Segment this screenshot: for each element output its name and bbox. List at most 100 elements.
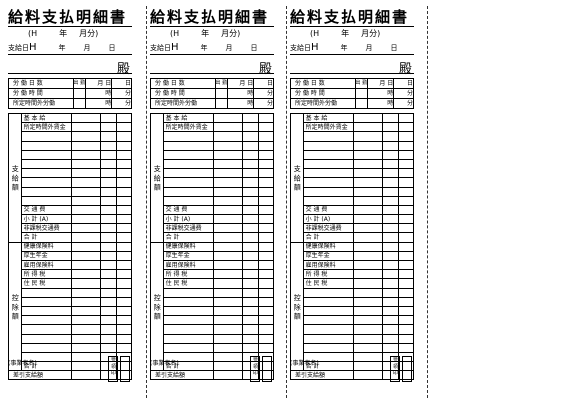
amount-cell[interactable] (71, 259, 101, 271)
amount-cell[interactable] (353, 214, 383, 225)
amount-cell[interactable] (353, 122, 383, 133)
amount-cell[interactable] (116, 296, 132, 307)
amount-cell[interactable] (71, 287, 101, 298)
amount-cell[interactable] (116, 287, 132, 298)
amount-cell[interactable] (99, 250, 118, 262)
amount-cell[interactable] (213, 333, 243, 344)
amount-cell[interactable] (99, 223, 118, 234)
amount-cell[interactable] (381, 305, 400, 317)
amount-cell[interactable] (116, 168, 132, 179)
amount-cell[interactable] (398, 177, 414, 188)
amount-cell[interactable] (381, 223, 400, 234)
amount-cell[interactable] (71, 168, 101, 179)
amount-cell[interactable] (241, 158, 260, 170)
amount-cell[interactable] (258, 250, 274, 262)
amount-cell[interactable] (213, 278, 243, 289)
amount-cell[interactable] (213, 287, 243, 298)
amount-cell[interactable] (71, 269, 101, 280)
amount-cell[interactable] (99, 333, 118, 344)
amount-cell[interactable] (353, 342, 383, 353)
amount-cell[interactable] (258, 232, 274, 243)
amount-cell[interactable] (398, 186, 414, 197)
amount-cell[interactable] (213, 204, 243, 216)
amount-cell[interactable] (258, 204, 274, 216)
amount-cell[interactable] (116, 305, 132, 317)
amount-cell[interactable] (381, 131, 400, 142)
amount-cell[interactable] (99, 232, 118, 243)
amount-cell[interactable] (213, 324, 243, 335)
amount-cell[interactable] (353, 204, 383, 216)
amount-cell[interactable] (398, 259, 414, 271)
amount-cell[interactable] (353, 296, 383, 307)
amount-cell[interactable] (381, 342, 400, 353)
amount-cell[interactable] (381, 278, 400, 289)
amount-cell[interactable] (258, 131, 274, 142)
amount-cell[interactable] (241, 168, 260, 179)
amount-cell[interactable] (353, 278, 383, 289)
amount-cell[interactable] (99, 342, 118, 353)
amount-cell[interactable] (353, 287, 383, 298)
amount-cell[interactable] (99, 149, 118, 160)
amount-cell[interactable] (99, 214, 118, 225)
amount-cell[interactable] (398, 287, 414, 298)
amount-cell[interactable] (258, 287, 274, 298)
amount-cell[interactable] (381, 232, 400, 243)
amount-cell[interactable] (258, 186, 274, 197)
amount-cell[interactable] (353, 305, 383, 317)
amount-cell[interactable] (213, 158, 243, 170)
amount-cell[interactable] (71, 232, 101, 243)
amount-cell[interactable] (99, 195, 118, 206)
amount-cell[interactable] (258, 342, 274, 353)
amount-cell[interactable] (398, 269, 414, 280)
amount-cell[interactable] (116, 195, 132, 206)
amount-cell[interactable] (381, 158, 400, 170)
amount-cell[interactable] (116, 259, 132, 271)
amount-cell[interactable] (99, 296, 118, 307)
net-amount[interactable] (213, 370, 243, 381)
amount-cell[interactable] (99, 259, 118, 271)
amount-cell[interactable] (353, 149, 383, 160)
amount-cell[interactable] (116, 131, 132, 142)
amount-cell[interactable] (241, 112, 260, 124)
net-amount[interactable] (353, 370, 383, 381)
amount-cell[interactable] (99, 186, 118, 197)
amount-cell[interactable] (241, 195, 260, 206)
amount-cell[interactable] (381, 250, 400, 262)
amount-cell[interactable] (71, 131, 101, 142)
amount-cell[interactable] (71, 278, 101, 289)
amount-cell[interactable] (398, 250, 414, 262)
amount-cell[interactable] (353, 241, 383, 252)
amount-cell[interactable] (99, 158, 118, 170)
amount-cell[interactable] (241, 287, 260, 298)
amount-cell[interactable] (353, 140, 383, 151)
amount-cell[interactable] (241, 241, 260, 252)
amount-cell[interactable] (398, 232, 414, 243)
amount-cell[interactable] (116, 333, 132, 344)
amount-cell[interactable] (353, 223, 383, 234)
amount-cell[interactable] (353, 232, 383, 243)
amount-cell[interactable] (116, 122, 132, 133)
amount-cell[interactable] (99, 241, 118, 252)
amount-cell[interactable] (99, 287, 118, 298)
amount-cell[interactable] (241, 204, 260, 216)
amount-cell[interactable] (353, 131, 383, 142)
amount-cell[interactable] (398, 324, 414, 335)
amount-cell[interactable] (116, 278, 132, 289)
amount-cell[interactable] (398, 204, 414, 216)
amount-cell[interactable] (241, 131, 260, 142)
amount-cell[interactable] (213, 342, 243, 353)
amount-cell[interactable] (398, 168, 414, 179)
amount-cell[interactable] (213, 140, 243, 151)
amount-cell[interactable] (213, 296, 243, 307)
amount-cell[interactable] (258, 168, 274, 179)
amount-cell[interactable] (213, 223, 243, 234)
amount-cell[interactable] (241, 232, 260, 243)
amount-cell[interactable] (213, 195, 243, 206)
amount-cell[interactable] (71, 149, 101, 160)
amount-cell[interactable] (116, 250, 132, 262)
amount-cell[interactable] (353, 177, 383, 188)
amount-cell[interactable] (116, 232, 132, 243)
amount-cell[interactable] (241, 315, 260, 326)
amount-cell[interactable] (99, 204, 118, 216)
amount-cell[interactable] (353, 186, 383, 197)
